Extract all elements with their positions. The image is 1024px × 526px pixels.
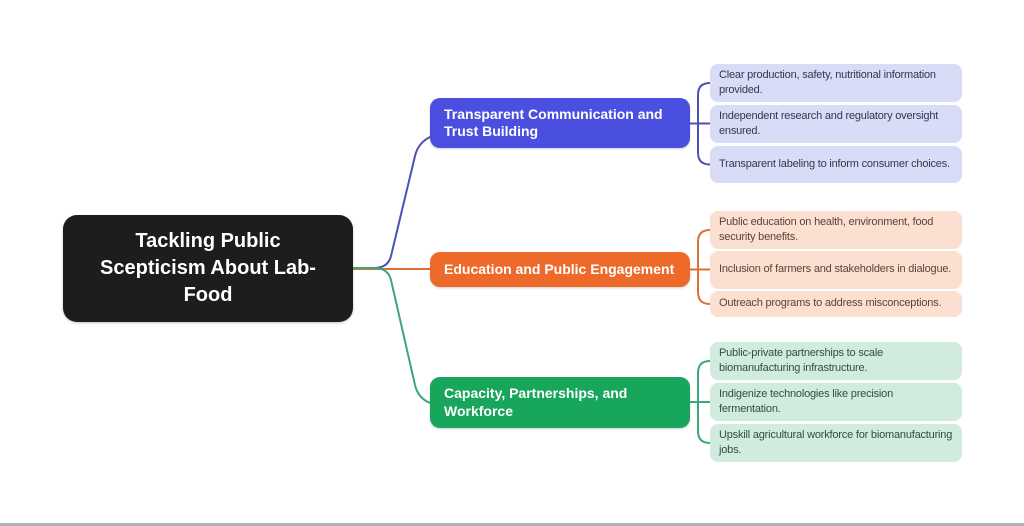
bracket-capacity-top: [697, 360, 711, 403]
branch-label: Capacity, Partnerships, and Workforce: [444, 385, 628, 419]
leaf-label: Outreach programs to address misconcepti…: [719, 297, 942, 310]
leaf-node-outreach-programs[interactable]: Outreach programs to address misconcepti…: [710, 291, 962, 317]
leaf-node-clear-production[interactable]: Clear production, safety, nutritional in…: [710, 64, 962, 102]
leaf-label: Clear production, safety, nutritional in…: [719, 68, 936, 96]
leaf-node-inclusion-farmers[interactable]: Inclusion of farmers and stakeholders in…: [710, 251, 962, 289]
bracket-capacity-bottom: [697, 401, 711, 444]
branch-node-capacity[interactable]: Capacity, Partnerships, and Workforce: [430, 377, 690, 428]
bracket-education-bottom: [697, 268, 711, 305]
leaf-label: Indigenize technologies like precision f…: [719, 387, 894, 415]
leaf-label: Transparent labeling to inform consumer …: [719, 157, 950, 170]
bracket-transparent-communication-top: [697, 82, 711, 125]
leaf-node-public-education[interactable]: Public education on health, environment,…: [710, 211, 962, 249]
branch-label: Education and Public Engagement: [444, 260, 675, 277]
leaf-node-public-private-partnerships[interactable]: Public-private partnerships to scale bio…: [710, 342, 962, 380]
leaf-node-upskill-workforce[interactable]: Upskill agricultural workforce for bioma…: [710, 424, 962, 462]
leaf-label: Public-private partnerships to scale bio…: [719, 346, 883, 374]
bracket-education-top: [697, 229, 711, 271]
connector-root-to-branch-capacity: [351, 267, 431, 404]
leaf-label: Inclusion of farmers and stakeholders in…: [719, 263, 952, 276]
leaf-node-indigenize-technologies[interactable]: Indigenize technologies like precision f…: [710, 383, 962, 421]
bracket-transparent-communication-bottom: [697, 122, 711, 166]
leaf-label: Independent research and regulatory over…: [719, 109, 939, 137]
window-bottom-edge: [0, 523, 1024, 526]
branch-label: Transparent Communication and Trust Buil…: [444, 105, 663, 140]
leaf-node-independent-research[interactable]: Independent research and regulatory over…: [710, 105, 962, 143]
leaf-label: Public education on health, environment,…: [719, 215, 934, 243]
leaf-node-transparent-labeling[interactable]: Transparent labeling to inform consumer …: [710, 146, 962, 183]
root-node[interactable]: Tackling Public Scepticism About Lab-Foo…: [63, 215, 353, 322]
leaf-label: Upskill agricultural workforce for bioma…: [719, 428, 953, 456]
branch-node-education[interactable]: Education and Public Engagement: [430, 252, 690, 287]
root-node-label: Tackling Public Scepticism About Lab-Foo…: [100, 230, 316, 306]
branch-node-transparent-communication[interactable]: Transparent Communication and Trust Buil…: [430, 98, 690, 148]
connector-root-to-branch-transparent-communication: [351, 136, 431, 269]
